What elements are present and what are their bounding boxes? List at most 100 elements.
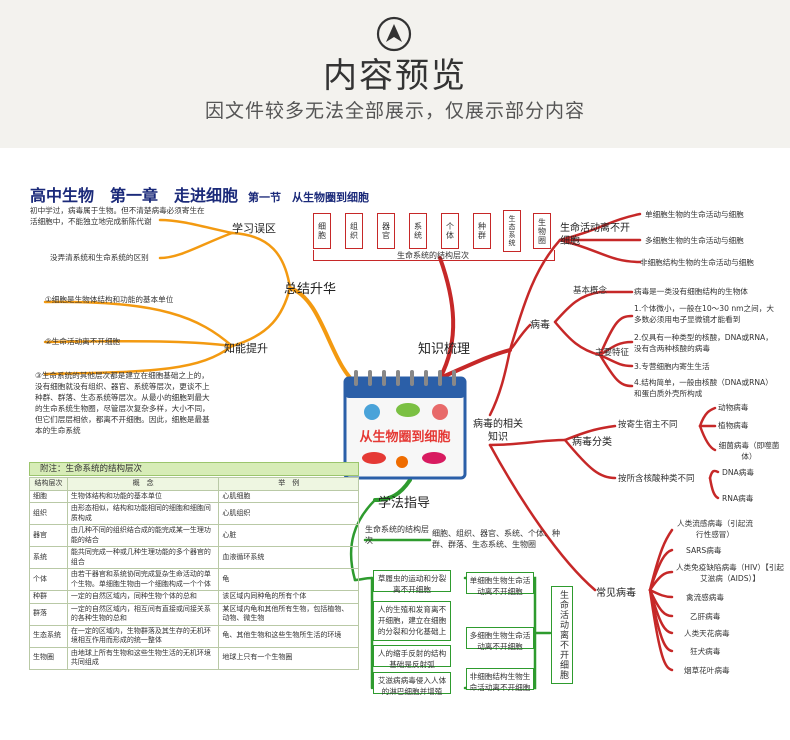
table-cell: 由形态相似，结构和功能相同的细胞和细胞间质构成 (66, 502, 220, 525)
table-cell: 地球上只有一个生物圈 (218, 646, 359, 670)
table-row: 系统能共同完成一种或几种生理功能的多个器官的组合血液循环系统 (29, 546, 359, 569)
common-virus-7: 狂犬病毒 (690, 647, 721, 656)
table-cell: 心肌组织 (218, 502, 359, 525)
hierarchy-item-cell: 细胞 (313, 213, 331, 249)
table-cell: 心脏 (218, 524, 359, 547)
attachment-title: 附注：生命系统的结构层次 (29, 462, 359, 476)
table-cell: 心肌细胞 (218, 489, 359, 503)
learning-error-note-1: 初中学过，病毒属于生物。但不清楚病毒必须寄生在活细胞中，不能独立地完成新陈代谢 (30, 206, 205, 226)
table-header-cell: 举 例 (218, 477, 359, 491)
navigation-arrow-icon (376, 16, 412, 52)
cover-title: 从生物圈到细胞 (359, 430, 451, 445)
table-cell: 一定的自然区域内，同种生物个体的总和 (66, 590, 220, 604)
feature-1: 1.个体微小，一般在10～30 nm之间，大多数必须用电子显微镜才能看到 (634, 304, 774, 324)
table-cell: 某区域内龟和其他所有生物，包括植物、动物、微生物 (218, 602, 359, 626)
table-cell: 种群 (29, 590, 68, 604)
virus-label: 病毒 (530, 320, 550, 331)
by-acid-label: 按所含核酸种类不同 (618, 474, 695, 484)
table-row: 生态系统在一定的区域内，生物群落及其生存的无机环境相互作用而形成的统一整体龟、其… (29, 624, 359, 648)
table-cell: 生物体结构和功能的基本单位 (66, 489, 220, 503)
table-cell: 细胞 (29, 489, 68, 503)
table-row: 生物圈由地球上所有生物和这些生物生活的无机环境共同组成地球上只有一个生物圈 (29, 646, 359, 670)
table-cell: 龟 (218, 568, 359, 591)
table-cell: 个体 (29, 568, 68, 591)
hierarchy-bracket (313, 250, 555, 261)
middle-box-3: 非细胞结构生物生命活动离不开细胞 (466, 668, 534, 692)
life-item-multi: 多细胞生物的生命活动与细胞 (645, 236, 744, 245)
table-cell: 由几种不同的组织结合成的能完成某一生理功能的结合 (66, 524, 220, 547)
middle-box-1: 单细胞生物生命活动离不开细胞 (466, 572, 534, 596)
section-title: 第一节 从生物圈到细胞 (248, 191, 370, 204)
hierarchy-item-population: 种群 (473, 213, 491, 249)
hierarchy-item-ecosystem: 生态系统 (503, 210, 521, 252)
hierarchy-caption: 生命系统的结构层次 (397, 251, 469, 260)
common-virus-5: 乙肝病毒 (690, 612, 721, 621)
ability-label: 知能提升 (224, 342, 268, 355)
table-header-cell: 概 念 (66, 477, 220, 491)
feature-3: 3.专营细胞内寄生生活 (634, 362, 710, 371)
life-item-noncell: 非细胞结构生物的生命活动与细胞 (640, 258, 754, 267)
main-features-label: 主要特征 (595, 348, 630, 358)
hierarchy-table: 结构层次 概 念 举 例 细胞生物体结构和功能的基本单位心肌细胞 组织由形态相似… (29, 477, 359, 670)
table-cell: 群落 (29, 602, 68, 626)
basic-concept-label: 基本概念 (573, 286, 608, 296)
common-virus-label: 常见病毒 (596, 588, 636, 599)
chapter-title: 高中生物 第一章 走进细胞 (30, 186, 239, 205)
study-hier-label: 生命系统的结构层次 (365, 525, 429, 545)
common-virus-8: 烟草花叶病毒 (684, 666, 730, 675)
common-virus-1: 人类流感病毒（引起流行性感冒） (677, 519, 753, 539)
table-row: 细胞生物体结构和功能的基本单位心肌细胞 (29, 489, 359, 503)
common-virus-4: 禽流感病毒 (686, 593, 724, 602)
table-cell: 龟、其他生物和这些生物所生活的环境 (218, 624, 359, 648)
host-animal: 动物病毒 (718, 403, 749, 412)
book-cover-icon: 从生物圈到细胞 (342, 370, 468, 480)
table-cell: 由若干器官和系统协同完成复杂生命活动的单个生物。单细胞生物由一个细胞构成一个个体 (66, 568, 220, 591)
example-box-3: 人的缩手反射的结构基础是反射弧 (373, 645, 451, 669)
learning-error-note-2: 没弄清系统和生命系统的区别 (50, 253, 149, 262)
table-cell: 系统 (29, 546, 68, 569)
concept-text: 病毒是一类没有细胞结构的生物体 (634, 287, 748, 296)
life-activity-vertical-box: 生命活动离不开细胞 (551, 586, 573, 684)
example-box-4: 艾滋病病毒侵入人体的淋巴细胞并增殖 (373, 672, 451, 696)
life-item-single: 单细胞生物的生命活动与细胞 (645, 210, 744, 219)
hierarchy-item-biosphere: 生物圈 (533, 213, 551, 249)
table-cell: 组织 (29, 502, 68, 525)
common-virus-3: 人类免疫缺陷病毒（HIV）【引起艾滋病（AIDS）】 (675, 563, 785, 583)
table-row: 器官由几种不同的组织结合成的能完成某一生理功能的结合心脏 (29, 524, 359, 547)
middle-box-2: 多细胞生物生命活动离不开细胞 (466, 627, 534, 651)
summary-label: 总结升华 (284, 282, 337, 297)
page-subtitle: 因文件较多无法全部展示，仅展示部分内容 (204, 100, 585, 122)
feature-4: 4.结构简单，一般由核酸（DNA或RNA）和蛋白质外壳所构成 (634, 378, 773, 398)
hierarchy-item-tissue: 组织 (345, 213, 363, 249)
table-cell: 生物圈 (29, 646, 68, 670)
table-cell: 该区域内同种龟的所有个体 (218, 590, 359, 604)
learning-error-label: 学习误区 (232, 222, 276, 235)
table-row: 种群一定的自然区域内，同种生物个体的总和该区域内同种龟的所有个体 (29, 590, 359, 604)
page-title: 内容预览 (323, 56, 467, 96)
acid-rna: RNA病毒 (722, 494, 754, 503)
host-bacteria: 细菌病毒（即噬菌体） (718, 441, 780, 461)
ability-note-3: ③生命系统的其他层次都是建立在细胞基础之上的，没有细胞就没有组织、器官、系统等层… (35, 371, 210, 435)
table-cell: 在一定的区域内，生物群落及其生存的无机环境相互作用而形成的统一整体 (66, 624, 220, 648)
study-hier-text: 细胞、组织、器官、系统、个体、种群、群落、生态系统、生物圈 (432, 529, 560, 549)
hierarchy-item-system: 系统 (409, 213, 427, 249)
ability-note-1: ①细胞是生物体结构和功能的基本单位 (45, 295, 174, 304)
hierarchy-item-individual: 个体 (441, 213, 459, 249)
life-activity-label: 生命活动离不开细胞 (560, 223, 630, 247)
table-row: 群落一定的自然区域内，相互间有直接或间接关系的各种生物的总和某区域内龟和其他所有… (29, 602, 359, 626)
by-host-label: 按寄生宿主不同 (618, 420, 678, 430)
example-box-1: 草履虫的运动和分裂离不开细胞 (373, 570, 451, 594)
table-row: 组织由形态相似，结构和功能相同的细胞和细胞间质构成心肌组织 (29, 502, 359, 525)
ability-note-2: ②生命活动离不开细胞 (45, 337, 121, 346)
common-virus-2: SARS病毒 (686, 546, 722, 555)
virus-classification-label: 病毒分类 (572, 437, 612, 448)
knowledge-label: 知识梳理 (418, 342, 471, 357)
virus-knowledge-label: 病毒的相关知识 (473, 419, 523, 443)
table-cell: 生态系统 (29, 624, 68, 648)
feature-2: 2.仅具有一种类型的核酸，DNA或RNA，没有含两种核酸的病毒 (634, 333, 773, 353)
study-method-label: 学法指导 (378, 496, 431, 511)
table-cell: 一定的自然区域内，相互间有直接或间接关系的各种生物的总和 (66, 602, 220, 626)
common-virus-6: 人类天花病毒 (684, 629, 730, 638)
table-cell: 由地球上所有生物和这些生物生活的无机环境共同组成 (66, 646, 220, 670)
hierarchy-item-organ: 器官 (377, 213, 395, 249)
